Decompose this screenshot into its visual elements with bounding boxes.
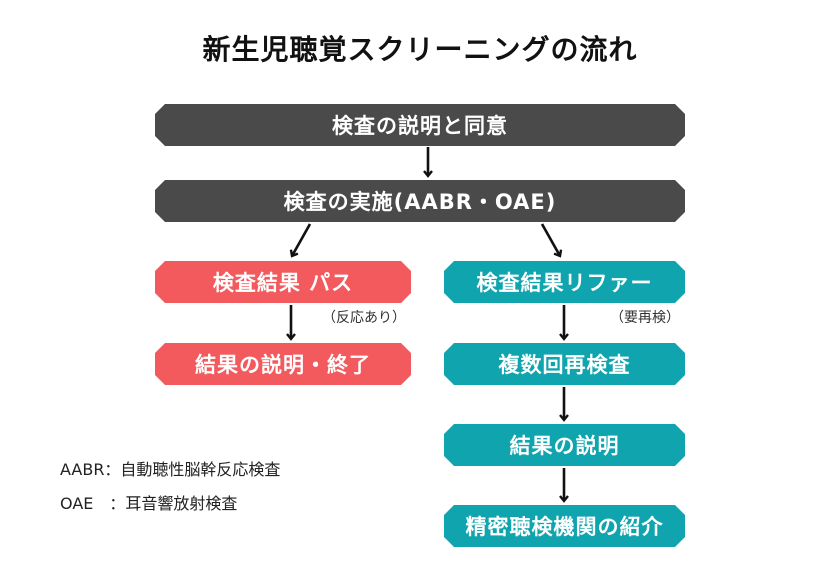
step-perform-test-label: 検査の実施(AABR・OAE): [283, 190, 557, 214]
legend-oae: OAE ：耳音響放射検査: [60, 494, 238, 513]
step-refer-label: 検査結果リファー: [476, 271, 653, 295]
arrow-test-to-pass: [289, 223, 312, 258]
step-explain-consent-label: 検査の説明と同意: [332, 114, 508, 138]
step-refer-result: 結果の説明: [444, 424, 685, 466]
refer-note: （要再検）: [610, 310, 680, 326]
step-referral: 精密聴検機関の紹介: [444, 505, 685, 547]
step-retest: 複数回再検査: [444, 343, 685, 385]
step-refer-result-label: 結果の説明: [509, 434, 620, 458]
step-pass: 検査結果 パス: [155, 261, 411, 303]
step-referral-label: 精密聴検機関の紹介: [465, 515, 664, 539]
step-pass-result: 結果の説明・終了: [155, 343, 411, 385]
legend-aabr: AABR：自動聴性脳幹反応検査: [60, 460, 281, 479]
pass-note: （反応あり）: [322, 310, 406, 326]
step-explain-consent: 検査の説明と同意: [155, 104, 685, 146]
step-refer: 検査結果リファー: [444, 261, 685, 303]
step-retest-label: 複数回再検査: [498, 353, 631, 377]
step-perform-test: 検査の実施(AABR・OAE): [155, 180, 685, 222]
step-pass-result-label: 結果の説明・終了: [195, 353, 371, 377]
step-pass-label: 検査結果 パス: [212, 271, 354, 295]
arrow-test-to-refer: [540, 223, 563, 258]
diagram-title: 新生児聴覚スクリーニングの流れ: [202, 33, 638, 66]
